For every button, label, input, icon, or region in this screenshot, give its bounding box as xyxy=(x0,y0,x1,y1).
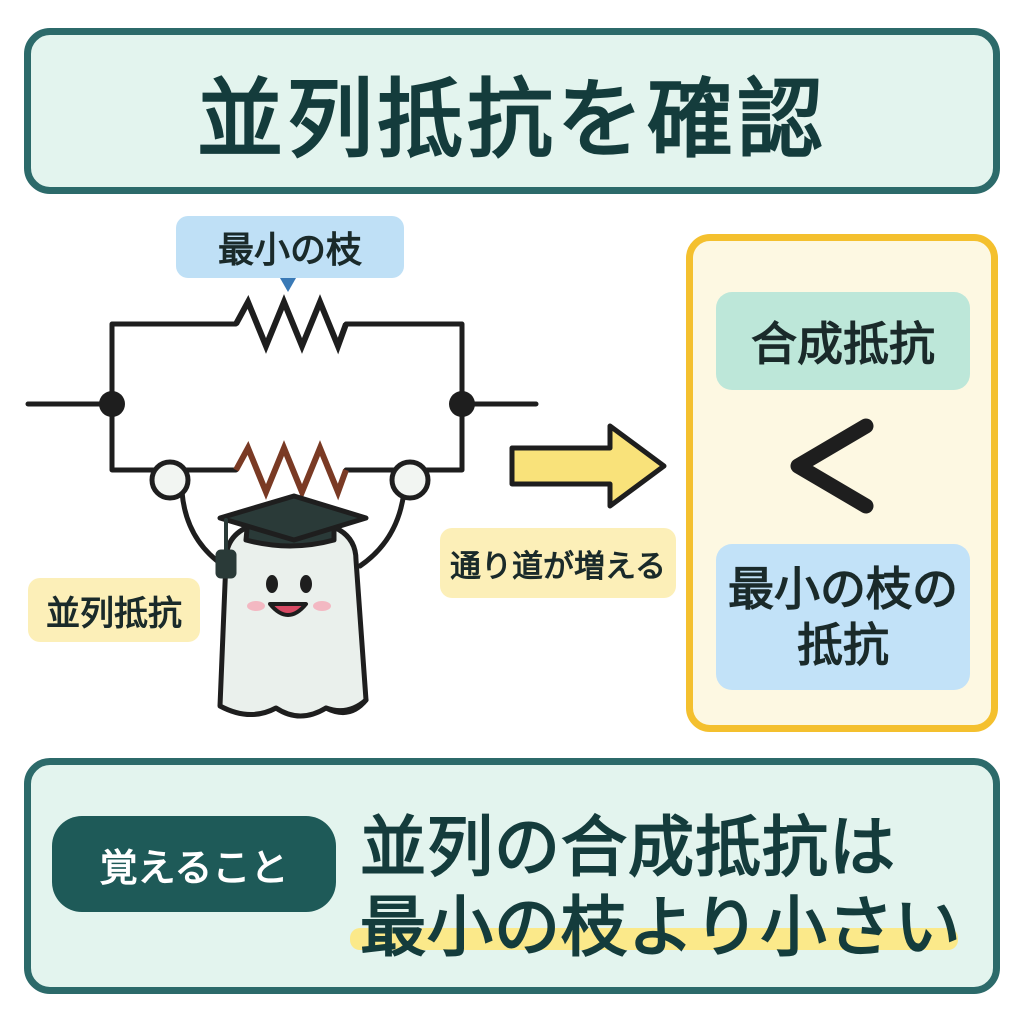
bottom-resistor xyxy=(233,440,349,501)
bottom-branch-right-wire xyxy=(343,401,465,473)
top-branch-right-wire xyxy=(343,321,465,407)
ghost-mascot-icon xyxy=(149,459,431,719)
less-than-mark xyxy=(790,418,874,514)
top-resistor xyxy=(233,294,349,355)
less-than-symbol: < xyxy=(790,418,874,514)
more-paths-label: 通り道が増える xyxy=(440,528,676,598)
right-arrow-icon xyxy=(509,423,667,509)
parallel-resistance-label: 並列抵抗 xyxy=(28,578,200,642)
page-title: 並列抵抗を確認 xyxy=(197,69,827,170)
summary-line-1: 並列の合成抵抗は xyxy=(360,809,896,886)
title-panel: 並列抵抗を確認 xyxy=(24,28,1000,194)
min-branch-resistance-chip: 最小の枝の抵抗 xyxy=(716,544,970,690)
top-branch-left-wire xyxy=(109,321,239,407)
min-branch-label: 最小の枝 xyxy=(176,216,404,278)
bottom-branch-left-wire xyxy=(109,401,239,473)
right-junction-node xyxy=(449,391,475,417)
summary-highlight-underline xyxy=(350,928,958,950)
combined-resistance-chip: 合成抵抗 xyxy=(716,292,970,390)
left-junction-node xyxy=(99,391,125,417)
remember-tag: 覚えること xyxy=(52,816,336,912)
summary-line-2: 最小の枝より小さい xyxy=(360,889,962,966)
label-pointer-icon xyxy=(280,278,296,292)
